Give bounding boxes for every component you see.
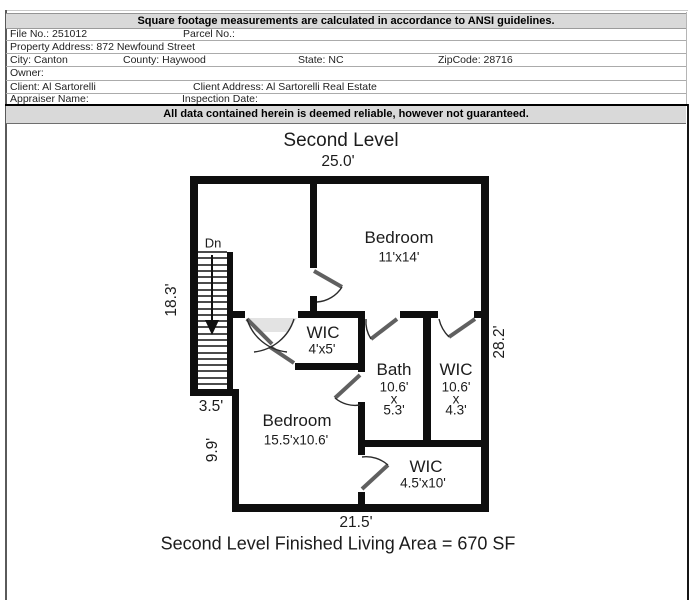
form-row-city: City: Canton County: Haywood State: NC Z…	[6, 54, 686, 67]
banner-divider-line	[5, 104, 688, 106]
field-zipcode: ZipCode: 28716	[438, 54, 513, 66]
disclaimer-banner: All data contained herein is deemed reli…	[6, 106, 686, 124]
dimension-left-lower: 9.9'	[204, 437, 221, 463]
dimension-stair-bottom: 3.5'	[198, 398, 224, 415]
room-size-bath-2: 5.3'	[383, 402, 405, 418]
stairs-down-label: Dn	[204, 235, 222, 251]
field-file-no: File No.: 251012	[10, 28, 88, 40]
ansi-guidelines-banner: Square footage measurements are calculat…	[6, 13, 686, 29]
field-client-address: Client Address: Al Sartorelli Real Estat…	[193, 81, 377, 93]
room-size-wic-small: 4'x5'	[308, 341, 336, 357]
field-state: State: NC	[298, 54, 344, 66]
plan-title: Second Level	[283, 130, 399, 151]
field-inspection-date: Inspection Date:	[182, 93, 258, 105]
room-size-bedroom-upper: 11'x14'	[378, 249, 420, 265]
door-leaves	[245, 269, 477, 491]
field-city: City: Canton	[10, 54, 68, 66]
dimension-left-upper: 18.3'	[163, 283, 180, 317]
form-row-owner: Owner:	[6, 67, 686, 81]
walls	[190, 176, 489, 512]
form-row-appraiser: Appraiser Name: Inspection Date:	[6, 93, 686, 105]
field-parcel-no: Parcel No.:	[183, 28, 235, 40]
form-row-client: Client: Al Sartorelli Client Address: Al…	[6, 81, 686, 94]
field-appraiser-name: Appraiser Name:	[10, 93, 89, 105]
room-size-bedroom-lower: 15.5'x10.6'	[263, 432, 329, 448]
room-label-bath: Bath	[376, 360, 412, 379]
page-frame-left	[5, 10, 7, 600]
room-size-wic-bottom: 4.5'x10'	[400, 475, 446, 491]
page-frame-right	[687, 104, 689, 600]
form-row-address: Property Address: 872 Newfound Street	[6, 41, 686, 54]
dimension-bottom: 21.5'	[339, 514, 373, 531]
dimension-top: 25.0'	[321, 153, 355, 170]
room-label-bedroom-upper: Bedroom	[364, 228, 434, 247]
plan-footer-area: Second Level Finished Living Area = 670 …	[160, 533, 516, 554]
room-size-wic-right-2: 4.3'	[445, 402, 467, 418]
stairs-down-arrow-icon	[205, 255, 219, 335]
room-size-bath-x: x	[390, 391, 398, 407]
page-frame-right-upper	[686, 12, 687, 104]
form-row-file: File No.: 251012 Parcel No.:	[6, 28, 686, 41]
room-label-wic-right: WIC	[439, 360, 473, 379]
room-label-wic-small: WIC	[306, 323, 340, 342]
room-size-wic-right-1: 10.6'	[441, 379, 471, 395]
room-size-bath-1: 10.6'	[379, 379, 409, 395]
room-label-wic-bottom: WIC	[409, 457, 443, 476]
room-size-wic-right-x: x	[452, 391, 460, 407]
field-property-address: Property Address: 872 Newfound Street	[10, 41, 196, 53]
field-county: County: Haywood	[123, 54, 206, 66]
dimension-right: 28.2'	[491, 325, 508, 359]
room-label-bedroom-lower: Bedroom	[262, 411, 332, 430]
field-owner: Owner:	[10, 67, 44, 79]
door-arcs	[246, 286, 450, 466]
page-frame-top	[5, 10, 688, 11]
field-client: Client: Al Sartorelli	[10, 81, 96, 93]
